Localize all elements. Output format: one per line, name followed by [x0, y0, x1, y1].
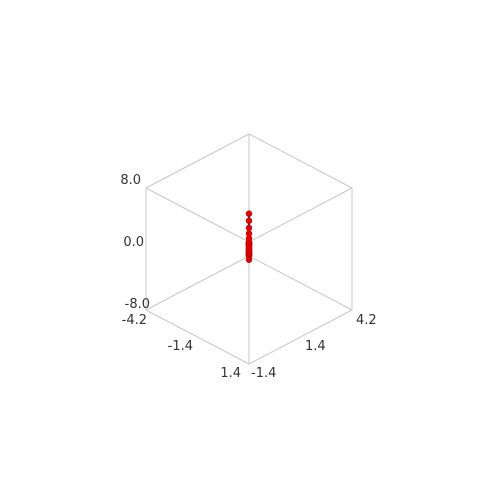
right-tick-label: 4.2	[356, 313, 377, 328]
bounding-box	[145, 133, 353, 365]
box-edge	[248, 133, 353, 189]
data-point	[245, 210, 253, 217]
left-tick-label: 1.4	[220, 366, 241, 381]
z-tick-label: 0.0	[123, 235, 144, 250]
box-edge	[145, 255, 250, 311]
data-point	[245, 224, 253, 232]
box-edge	[248, 309, 353, 365]
data-point	[245, 230, 253, 237]
right-tick-label: -1.4	[251, 366, 276, 381]
left-tick-label: -1.4	[168, 339, 193, 354]
left-tick-label: -4.2	[122, 313, 147, 328]
box-edge	[145, 187, 250, 243]
z-tick-label: -8.0	[125, 297, 150, 312]
box-edge	[248, 255, 353, 311]
box-edge	[248, 187, 353, 243]
box-edge	[145, 133, 250, 189]
data-point	[245, 217, 253, 225]
box-edge	[145, 309, 250, 365]
z-tick-label: 8.0	[120, 173, 141, 188]
right-tick-label: 1.4	[305, 339, 326, 354]
series-points	[245, 210, 253, 263]
